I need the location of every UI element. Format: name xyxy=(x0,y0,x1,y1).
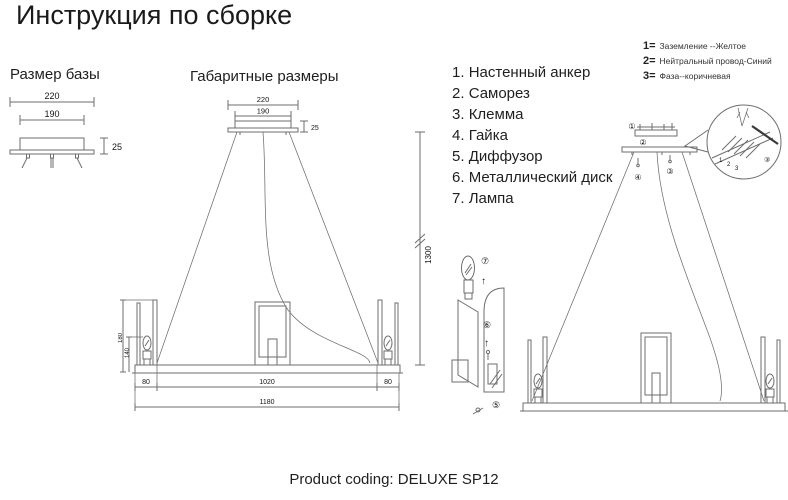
base-dim-190: 190 xyxy=(19,109,85,125)
wire-num: 1= xyxy=(643,40,656,52)
part-num: 7. xyxy=(452,190,465,207)
wire-label: Фаза--коричневая xyxy=(659,71,731,81)
canopy-nut-left xyxy=(636,158,640,168)
canopy-dim-height-value: 25 xyxy=(311,125,319,132)
arrow-up-icon: ↑ xyxy=(484,338,489,349)
right-lamp-assembly xyxy=(377,299,399,366)
drop-height-value: 1300 xyxy=(424,246,433,264)
assembly-cables xyxy=(531,151,765,402)
base-dim-height: 25 xyxy=(100,137,122,155)
callout-6-metal-disc: ⑥ xyxy=(483,320,491,330)
wire-label: Заземление --Желтое xyxy=(659,41,746,51)
wire-1-label: 1 xyxy=(719,158,723,164)
mounting-bracket xyxy=(634,123,678,137)
side-height-outer-value: 180 xyxy=(118,332,124,343)
fixture-bar xyxy=(132,364,403,374)
wire-item-3: 3=Фаза--коричневая xyxy=(643,70,772,82)
part-item-5: 5. Диффузор xyxy=(452,146,612,167)
base-body xyxy=(9,137,95,169)
wire-item-2: 2=Нейтральный провод-Синий xyxy=(643,55,772,67)
assembly-diagram: ① ② ④ ③ 1 2 3 xyxy=(520,104,788,412)
wire-num: 3= xyxy=(643,70,656,82)
wire-3-label: 3 xyxy=(735,166,739,172)
part-item-6: 6. Металлический диск xyxy=(452,167,612,188)
total-width-value: 1180 xyxy=(259,399,274,406)
page-title: Инструкция по сборке xyxy=(16,0,293,30)
exploded-lamp-diagram: ⑦ ↑ ⑥ ↑ ⑤ xyxy=(451,255,505,415)
callout-1-anchor: ① xyxy=(628,122,635,131)
callout-7-lamp: ⑦ xyxy=(481,256,489,266)
part-item-2: 2. Саморез xyxy=(452,83,612,104)
drop-height-dim: 1300 xyxy=(414,131,433,366)
canopy-dim-height: 25 xyxy=(300,120,319,133)
diffuser-screw-glyph xyxy=(472,407,484,415)
canopy-dim-220: 220 xyxy=(227,95,299,110)
wiring-callout-bubble: 1 2 3 ③ xyxy=(683,104,782,180)
canopy-dim-190-value: 190 xyxy=(257,107,270,116)
left-offset-value: 80 xyxy=(142,379,150,386)
base-dim-height-value: 25 xyxy=(112,142,122,152)
metal-disc-panels xyxy=(451,287,505,393)
assembly-left-lamp xyxy=(527,336,548,404)
part-label: Клемма xyxy=(468,106,524,123)
canopy-dim-220-value: 220 xyxy=(257,95,270,104)
part-label: Лампа xyxy=(468,190,514,207)
base-size-diagram: 220 190 25 xyxy=(9,91,122,169)
center-span-value: 1020 xyxy=(259,379,275,386)
parts-list: 1. Настенный анкер 2. Саморез 3. Клемма … xyxy=(452,62,612,209)
product-coding: Product coding: DELUXE SP12 xyxy=(289,471,499,488)
part-num: 5. xyxy=(452,148,465,165)
screw-glyph xyxy=(485,349,491,360)
part-num: 1. xyxy=(452,64,465,81)
assembly-bar xyxy=(520,402,788,412)
part-label: Гайка xyxy=(468,127,508,144)
bottom-dims: 80 1020 80 1180 xyxy=(134,365,400,411)
right-offset-value: 80 xyxy=(384,379,392,386)
part-num: 3. xyxy=(452,106,465,123)
wire-item-1: 1=Заземление --Желтое xyxy=(643,40,772,52)
center-box xyxy=(254,301,291,366)
wire-label: Нейтральный провод-Синий xyxy=(659,56,772,66)
canopy-dim-190: 190 xyxy=(234,107,292,121)
part-item-4: 4. Гайка xyxy=(452,125,612,146)
part-num: 6. xyxy=(452,169,465,186)
callout-3-clamp: ③ xyxy=(666,167,673,176)
part-num: 4. xyxy=(452,127,465,144)
canopy-nut-right xyxy=(668,155,672,164)
wire-num: 2= xyxy=(643,55,656,67)
part-item-1: 1. Настенный анкер xyxy=(452,62,612,83)
wire-legend: 1=Заземление --Желтое 2=Нейтральный пров… xyxy=(643,40,772,85)
part-num: 2. xyxy=(452,85,465,102)
assembly-right-lamp xyxy=(760,336,781,404)
part-label: Настенный анкер xyxy=(468,64,591,81)
assembly-center-box xyxy=(640,332,672,404)
callout-4-nut: ④ xyxy=(634,173,641,182)
overall-dimensions-diagram: 220 190 25 1300 xyxy=(118,95,433,411)
overall-dimensions-label: Габаритные размеры xyxy=(190,68,339,85)
part-label: Диффузор xyxy=(468,148,543,165)
power-cord xyxy=(656,151,722,402)
base-dim-220: 220 xyxy=(9,91,95,107)
base-dim-190-value: 190 xyxy=(44,109,59,119)
part-label: Саморез xyxy=(468,85,530,102)
power-cord xyxy=(262,131,371,364)
arrow-up-icon: ↑ xyxy=(481,276,486,287)
side-height-dims: 180 140 xyxy=(118,299,153,373)
callout-5-diffuser: ⑤ xyxy=(492,400,500,410)
base-dim-220-value: 220 xyxy=(44,91,59,101)
part-item-7: 7. Лампа xyxy=(452,188,612,209)
callout-3-clamp-detail: ③ xyxy=(764,156,770,164)
part-label: Металлический диск xyxy=(468,169,613,186)
part-item-3: 3. Клемма xyxy=(452,104,612,125)
callout-2-screw: ② xyxy=(639,138,646,147)
wire-2-label: 2 xyxy=(727,162,731,168)
base-size-label: Размер базы xyxy=(10,66,100,83)
side-height-inner-value: 140 xyxy=(125,347,131,358)
suspension-cables xyxy=(156,131,379,364)
bulb xyxy=(461,255,475,300)
left-lamp-assembly xyxy=(136,299,158,366)
